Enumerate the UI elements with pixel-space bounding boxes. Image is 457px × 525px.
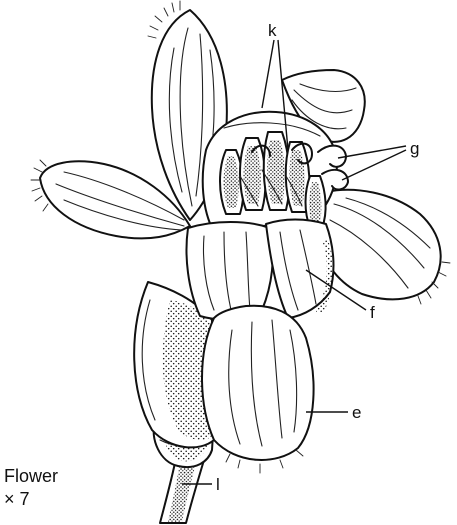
label-k: k bbox=[268, 21, 277, 40]
petal-right bbox=[317, 190, 450, 304]
pedicel bbox=[160, 458, 204, 523]
caption-title: Flower bbox=[4, 466, 58, 486]
label-g: g bbox=[410, 139, 419, 158]
petal-f bbox=[266, 220, 333, 319]
label-f: f bbox=[370, 303, 375, 322]
petal-e bbox=[202, 306, 314, 473]
inner-petal-front bbox=[187, 222, 273, 319]
caption-scale: × 7 bbox=[4, 489, 30, 509]
label-e: e bbox=[352, 403, 361, 422]
label-l: l bbox=[216, 475, 220, 494]
